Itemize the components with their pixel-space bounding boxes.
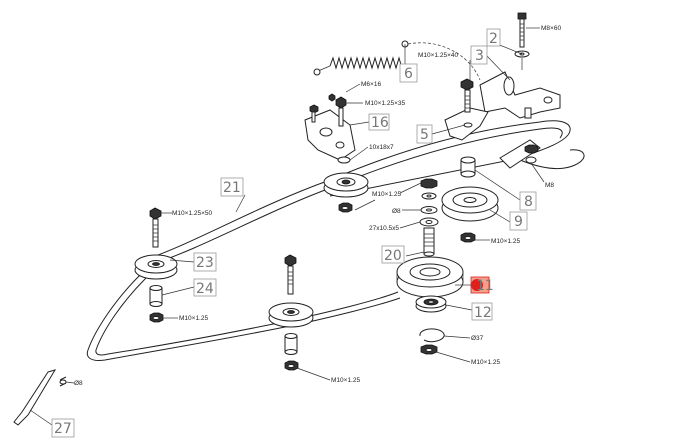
- spec-m10x125-upper: M10×1.25: [372, 191, 401, 198]
- spec-labels: M8×60 M10×1.25×40 M6×16 M10×1.25×35 10x1…: [74, 25, 561, 387]
- spec-d37: Ø37: [471, 335, 484, 342]
- drive-pulley: [396, 256, 464, 298]
- leader-lines: [29, 27, 545, 426]
- callout-3[interactable]: 3: [475, 48, 484, 64]
- selected-part-marker[interactable]: [471, 279, 483, 291]
- callout-6[interactable]: 6: [404, 66, 413, 82]
- callout-9[interactable]: 9: [514, 214, 523, 230]
- callout-12[interactable]: 12: [474, 305, 492, 321]
- callout-2[interactable]: 2: [489, 31, 498, 47]
- bearing: [415, 295, 447, 313]
- spec-m8x60: M8×60: [541, 25, 561, 32]
- left-idler-pulley: [134, 207, 178, 323]
- spec-d8-washer: Ø8: [392, 208, 401, 215]
- callout-8[interactable]: 8: [524, 194, 533, 210]
- pulley-mount-bracket: [304, 93, 356, 164]
- spec-d8-rod: Ø8: [74, 380, 83, 387]
- callout-27[interactable]: 27: [54, 421, 72, 437]
- callout-24[interactable]: 24: [196, 281, 214, 297]
- idler-arm-bracket: [479, 71, 561, 119]
- callout-16[interactable]: 16: [371, 115, 389, 131]
- tension-spring: [313, 40, 481, 81]
- spec-m6x16: M6×16: [361, 81, 381, 88]
- m8-nut: [499, 139, 541, 169]
- spec-washer-10x18x7: 10x18x7: [369, 144, 394, 151]
- spec-m10x125-left: M10×1.25: [179, 315, 208, 322]
- upper-idler-pulley: [323, 172, 369, 213]
- bolt-m10x125x40: [460, 78, 474, 113]
- flat-idler-pulley: [441, 186, 499, 243]
- washer-stack: [419, 178, 439, 257]
- circlip: [419, 328, 445, 355]
- lower-idler-pulley: [268, 254, 314, 371]
- callout-20[interactable]: 20: [384, 248, 402, 264]
- callout-11[interactable]: 11: [476, 278, 494, 294]
- bushing: [460, 156, 476, 178]
- spec-m10x125-lower: M10×1.25: [331, 377, 360, 384]
- callouts: 2 3 5 6 8 9 11 12 16 20 21 23 24 27: [51, 28, 537, 438]
- bolt-m8x60: [514, 12, 530, 70]
- callout-21[interactable]: 21: [223, 180, 241, 196]
- spec-m8: M8: [545, 182, 554, 189]
- spec-m10x125-right-pulley: M10×1.25: [491, 238, 520, 245]
- idler-plate: [444, 107, 489, 141]
- callout-23[interactable]: 23: [196, 255, 214, 271]
- highlighted-part-11: [470, 276, 490, 294]
- spec-m10x125x35: M10×1.25×35: [365, 100, 406, 107]
- belt-guide-rod: [13, 369, 67, 426]
- spec-m10x125-circlip: M10×1.25: [471, 359, 500, 366]
- spec-m10x125x40: M10×1.25×40: [418, 52, 459, 59]
- spec-washer-27x105x5: 27x10.5x5: [369, 225, 399, 232]
- callout-5[interactable]: 5: [420, 127, 429, 143]
- spec-m10x125x50: M10×1.25×50: [172, 210, 213, 217]
